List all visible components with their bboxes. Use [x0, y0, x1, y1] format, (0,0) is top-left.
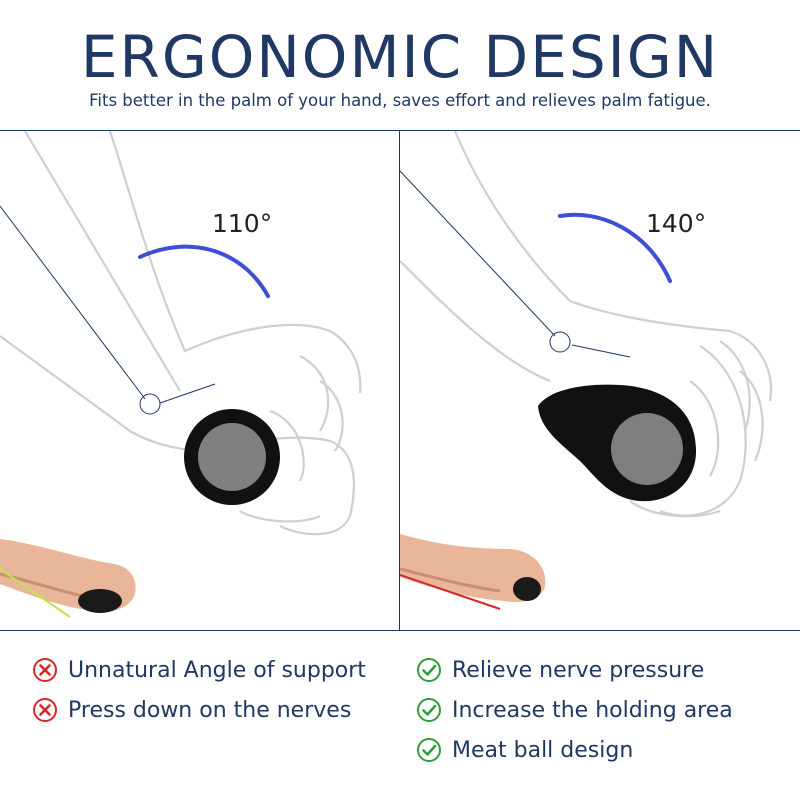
angle-arc [558, 212, 672, 283]
finger-2 [739, 370, 764, 462]
angle-arc [138, 244, 270, 298]
ergonomic-grip-core [611, 413, 683, 485]
forearm-outline-lower [0, 335, 201, 453]
forearm-outline-lower [400, 260, 551, 383]
cross-circle-icon [33, 658, 57, 682]
center-divider [399, 130, 400, 630]
list-item: Press down on the nerves [32, 690, 422, 730]
ergonomic-grip-photo [400, 529, 550, 629]
angle-indicator [0, 568, 71, 618]
finger-1 [299, 355, 330, 432]
top-divider [0, 130, 800, 131]
round-grip-photo [0, 529, 150, 629]
palm-bottom [239, 510, 321, 523]
drawbacks-list: Unnatural Angle of support Press down on… [32, 650, 422, 730]
check-circle-icon [417, 698, 441, 722]
finger-3 [269, 409, 305, 482]
check-circle-icon [417, 738, 441, 762]
round-grip-illustration: 110° [0, 131, 399, 629]
drawback-text: Press down on the nerves [68, 697, 352, 723]
list-item: Meat ball design [416, 730, 800, 770]
round-grip-drawing [0, 131, 362, 536]
list-item: Increase the holding area [416, 690, 800, 730]
angle-indicator [400, 574, 501, 610]
hand-top [108, 131, 362, 394]
list-item: Unnatural Angle of support [32, 650, 422, 690]
ergonomic-grip-photo-drawing [400, 529, 550, 629]
forearm-outline [453, 131, 571, 302]
nerve-point [139, 393, 161, 415]
arm-shadow [400, 567, 501, 593]
benefit-text: Increase the holding area [452, 697, 733, 723]
nerve-line-tail [159, 383, 216, 404]
finger-2 [319, 380, 344, 452]
nerve-line [0, 205, 146, 400]
finger-3 [689, 380, 720, 477]
round-grip-core [198, 423, 266, 491]
ergonomic-grip-drawing [400, 131, 773, 518]
list-item: Relieve nerve pressure [416, 650, 800, 690]
drawback-text: Unnatural Angle of support [68, 657, 366, 683]
nerve-line-tail [571, 344, 631, 358]
round-grip-photo-drawing [0, 529, 150, 629]
cross-circle-icon [33, 698, 57, 722]
bottom-divider [0, 630, 800, 631]
benefit-text: Relieve nerve pressure [452, 657, 705, 683]
benefit-text: Meat ball design [452, 737, 634, 763]
ergonomic-grip-illustration: 140° [400, 131, 800, 629]
nerve-line [400, 170, 556, 337]
page-subtitle: Fits better in the palm of your hand, sa… [89, 91, 711, 110]
nerve-point [549, 331, 571, 353]
hand-top [569, 299, 773, 402]
arm-skin [400, 534, 546, 603]
palm-bottom [629, 500, 721, 518]
finger-1 [719, 340, 751, 432]
benefits-list: Relieve nerve pressure Increase the hold… [416, 650, 800, 770]
check-circle-icon [417, 658, 441, 682]
angle-label: 110° [212, 209, 273, 238]
angle-label: 140° [646, 209, 707, 238]
forearm-outline [24, 131, 181, 392]
page-title: ERGONOMIC DESIGN [80, 23, 720, 91]
photo-grip [513, 577, 541, 601]
photo-grip [78, 589, 122, 613]
